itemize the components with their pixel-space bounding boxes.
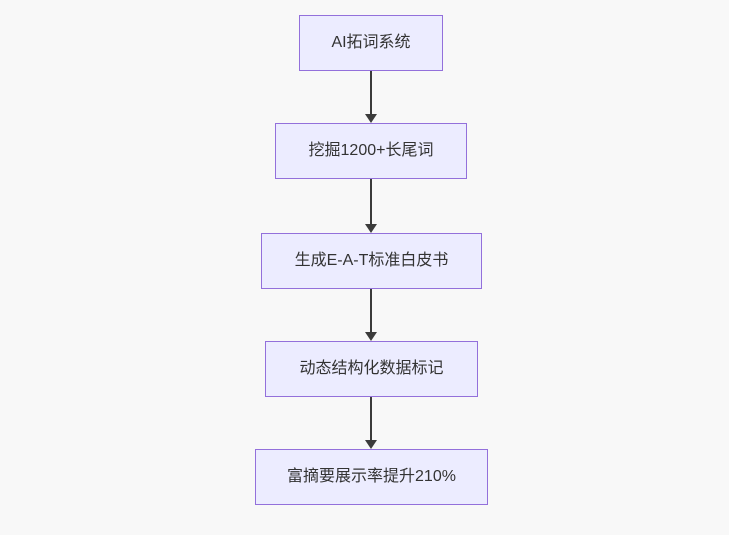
arrow-line [370,71,372,114]
flowchart-arrow-3 [364,289,378,341]
node-label: 动态结构化数据标记 [299,360,444,377]
flowchart-node-eat-whitepaper: 生成E-A-T标准白皮书 [261,233,482,289]
flowchart-arrow-4 [364,397,378,449]
arrow-line [370,397,372,440]
arrowhead-down-icon [365,114,377,123]
flowchart-node-rich-snippet-rate: 富摘要展示率提升210% [255,449,488,505]
arrowhead-down-icon [365,440,377,449]
arrow-line [370,289,372,332]
flowchart-node-structured-data-markup: 动态结构化数据标记 [265,341,478,397]
node-label: 生成E-A-T标准白皮书 [294,252,449,269]
flowchart-node-ai-word-expansion: AI拓词系统 [299,15,443,71]
flowchart-node-longtail-keywords: 挖掘1200+长尾词 [275,123,467,179]
arrow-line [370,179,372,224]
node-label: AI拓词系统 [331,34,411,51]
node-label: 富摘要展示率提升210% [287,468,456,485]
arrowhead-down-icon [365,224,377,233]
flowchart-arrow-2 [364,179,378,233]
flowchart-arrow-1 [364,71,378,123]
arrowhead-down-icon [365,332,377,341]
node-label: 挖掘1200+长尾词 [308,142,434,159]
